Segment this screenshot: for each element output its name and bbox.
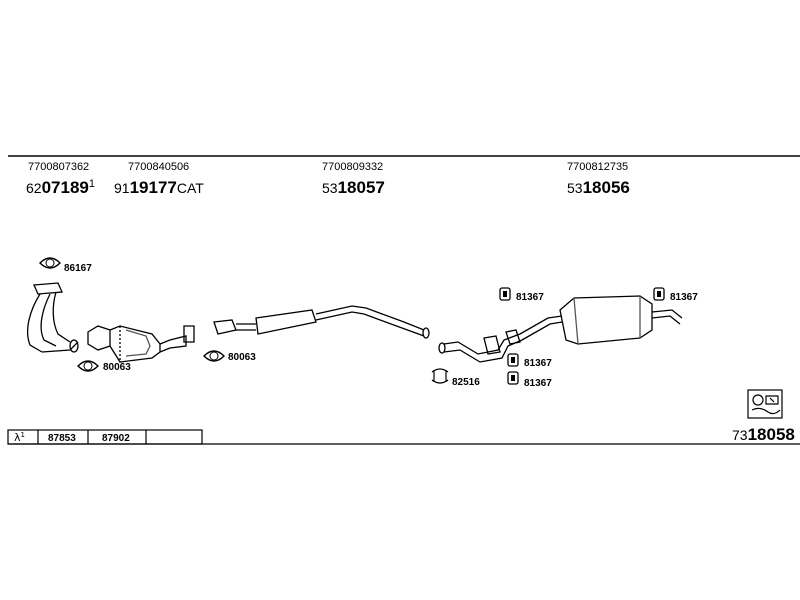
parts-kit-icon [747, 389, 783, 419]
part-code: 5318057 [322, 178, 385, 197]
header-column-3: 7700809332 5318057 [322, 161, 385, 197]
hanger-rubber-d: 81367 [507, 371, 552, 389]
intermediate-pipe [213, 305, 430, 339]
gasket-left-label: 80063 [103, 362, 131, 373]
footer-cell-2: 87902 [102, 433, 130, 444]
clamp-label: 82516 [452, 377, 480, 388]
gasket-ring-left: 80063 [77, 360, 131, 373]
lambda-sensor-symbol: λ1 [14, 431, 25, 444]
pipe-clamp: 82516 [431, 368, 480, 388]
header-column-1: 7700807362 62071891 [26, 161, 95, 197]
hanger-rubber-c: 81367 [507, 353, 552, 369]
hanger-rubber-b: 81367 [653, 287, 698, 303]
oem-number: 7700807362 [28, 161, 89, 173]
hanger-c-label: 81367 [524, 358, 552, 369]
part-code: 5318056 [567, 178, 630, 197]
part-code: 62071891 [26, 178, 95, 197]
header-column-4: 7700812735 5318056 [567, 161, 630, 197]
hanger-b-label: 81367 [670, 292, 698, 303]
gasket-ring-mid: 80063 [203, 350, 256, 363]
oem-number: 7700840506 [128, 161, 189, 173]
kit-part-code: 7318058 [732, 425, 795, 444]
hanger-rubber-a: 81367 [499, 287, 544, 303]
oem-number: 7700812735 [567, 161, 628, 173]
hanger-d-label: 81367 [524, 378, 552, 389]
footer-table: λ1 87853 87902 [7, 429, 203, 445]
footer-cell-1: 87853 [48, 433, 76, 444]
catalytic-converter [87, 325, 195, 363]
rear-silencer [559, 295, 683, 345]
rear-pipe [438, 315, 563, 363]
gasket-ring-top: 86167 [39, 257, 92, 274]
gasket-mid-label: 80063 [228, 352, 256, 363]
front-pipe [26, 282, 79, 353]
part-code: 9119177CAT [114, 178, 204, 197]
oem-number: 7700809332 [322, 161, 383, 173]
hanger-a-label: 81367 [516, 292, 544, 303]
header-column-2: 7700840506 9119177CAT [114, 161, 204, 197]
gasket-top-label: 86167 [64, 263, 92, 274]
